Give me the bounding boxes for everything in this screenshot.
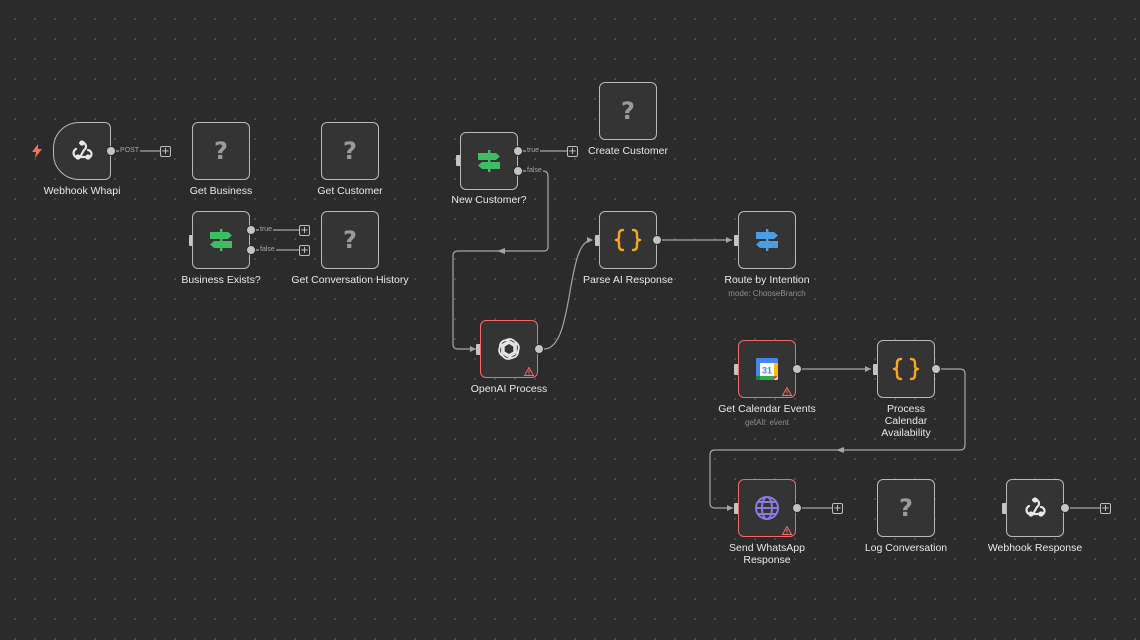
edge-label-true: true — [526, 147, 541, 155]
node-label: New Customer? — [451, 194, 527, 206]
node-send-whatsapp-response[interactable] — [738, 479, 796, 537]
question-icon: ? — [343, 226, 357, 254]
node-parse-ai-response[interactable] — [599, 211, 657, 269]
node-new-customer[interactable] — [460, 132, 518, 190]
output-handle[interactable] — [534, 344, 544, 354]
arrow-marker — [836, 447, 844, 453]
output-handle[interactable] — [1060, 503, 1070, 513]
question-icon: ? — [343, 137, 357, 165]
warning-icon — [524, 367, 534, 376]
add-node-button[interactable]: + — [832, 503, 843, 514]
input-handle[interactable] — [734, 235, 739, 246]
node-label: Get Calendar Events — [718, 403, 816, 415]
add-node-button[interactable]: + — [567, 146, 578, 157]
node-label: Webhook Whapi — [43, 185, 121, 197]
node-subtitle: getAll: event — [744, 418, 790, 427]
node-process-calendar-availability[interactable] — [877, 340, 935, 398]
input-handle[interactable] — [734, 503, 739, 514]
node-label: Get Business — [189, 185, 253, 197]
node-label: Process Calendar Availability — [881, 403, 931, 439]
edge-label-post: POST — [119, 147, 141, 155]
output-handle[interactable] — [652, 235, 662, 245]
node-get-customer[interactable]: ? — [321, 122, 379, 180]
output-handle[interactable] — [106, 146, 116, 156]
node-create-customer[interactable]: ? — [599, 82, 657, 140]
edge-openai-to-parse — [543, 239, 593, 350]
add-node-button[interactable]: + — [299, 245, 310, 256]
node-label: Parse AI Response — [583, 274, 673, 286]
globe-icon — [755, 496, 779, 520]
code-braces-icon — [892, 357, 920, 381]
node-get-conversation-history[interactable]: ? — [321, 211, 379, 269]
arrow-marker — [497, 248, 505, 254]
edge-label-false: false — [526, 167, 543, 175]
add-node-button[interactable]: + — [160, 146, 171, 157]
node-log-conversation[interactable]: ? — [877, 479, 935, 537]
input-handle[interactable] — [595, 235, 600, 246]
output-handle[interactable] — [792, 364, 802, 374]
webhook-icon — [72, 140, 93, 160]
add-node-button[interactable]: + — [299, 225, 310, 236]
question-icon: ? — [899, 494, 913, 522]
warning-icon — [782, 387, 792, 396]
node-subtitle: mode: ChooseBranch — [728, 289, 806, 298]
node-label: Business Exists? — [181, 274, 261, 286]
openai-icon — [498, 338, 520, 360]
arrow-marker — [727, 505, 733, 511]
node-label: OpenAI Process — [470, 383, 548, 395]
node-label: Route by Intention — [724, 274, 810, 286]
edge-label-false: false — [259, 246, 276, 254]
output-handle-true[interactable] — [513, 146, 523, 156]
trigger-bolt-icon — [32, 144, 42, 158]
input-handle[interactable] — [873, 364, 878, 375]
node-webhook-whapi[interactable] — [53, 122, 111, 180]
node-get-calendar-events[interactable]: 31 — [738, 340, 796, 398]
output-handle-false[interactable] — [513, 166, 523, 176]
calendar-day-text: 31 — [762, 366, 772, 376]
if-branch-icon — [478, 150, 500, 172]
node-label: Webhook Response — [987, 542, 1083, 554]
input-handle[interactable] — [1002, 503, 1007, 514]
question-icon: ? — [621, 97, 635, 125]
output-handle-false[interactable] — [246, 245, 256, 255]
node-webhook-response[interactable] — [1006, 479, 1064, 537]
node-label: Get Customer — [317, 185, 383, 197]
node-label: Log Conversation — [864, 542, 948, 554]
output-handle[interactable] — [931, 364, 941, 374]
input-handle[interactable] — [476, 344, 481, 355]
output-handle-true[interactable] — [246, 225, 256, 235]
edge-label-true: true — [259, 226, 274, 234]
question-icon: ? — [214, 137, 228, 165]
node-get-business[interactable]: ? — [192, 122, 250, 180]
arrow-marker — [726, 237, 732, 243]
arrow-marker — [587, 237, 593, 243]
webhook-icon — [1025, 497, 1046, 517]
input-handle[interactable] — [189, 235, 194, 246]
node-label: Create Customer — [588, 145, 668, 157]
node-label: Send WhatsApp Response — [729, 542, 805, 566]
switch-icon — [756, 229, 778, 251]
node-route-by-intention[interactable] — [738, 211, 796, 269]
if-branch-icon — [210, 229, 232, 251]
arrow-marker — [865, 366, 871, 372]
code-braces-icon — [614, 228, 642, 252]
node-label: Get Conversation History — [291, 274, 409, 286]
warning-icon — [782, 526, 792, 535]
output-handle[interactable] — [792, 503, 802, 513]
node-business-exists[interactable] — [192, 211, 250, 269]
input-handle[interactable] — [456, 155, 461, 166]
node-openai-process[interactable] — [480, 320, 538, 378]
google-calendar-icon: 31 — [756, 358, 778, 380]
input-handle[interactable] — [734, 364, 739, 375]
add-node-button[interactable]: + — [1100, 503, 1111, 514]
